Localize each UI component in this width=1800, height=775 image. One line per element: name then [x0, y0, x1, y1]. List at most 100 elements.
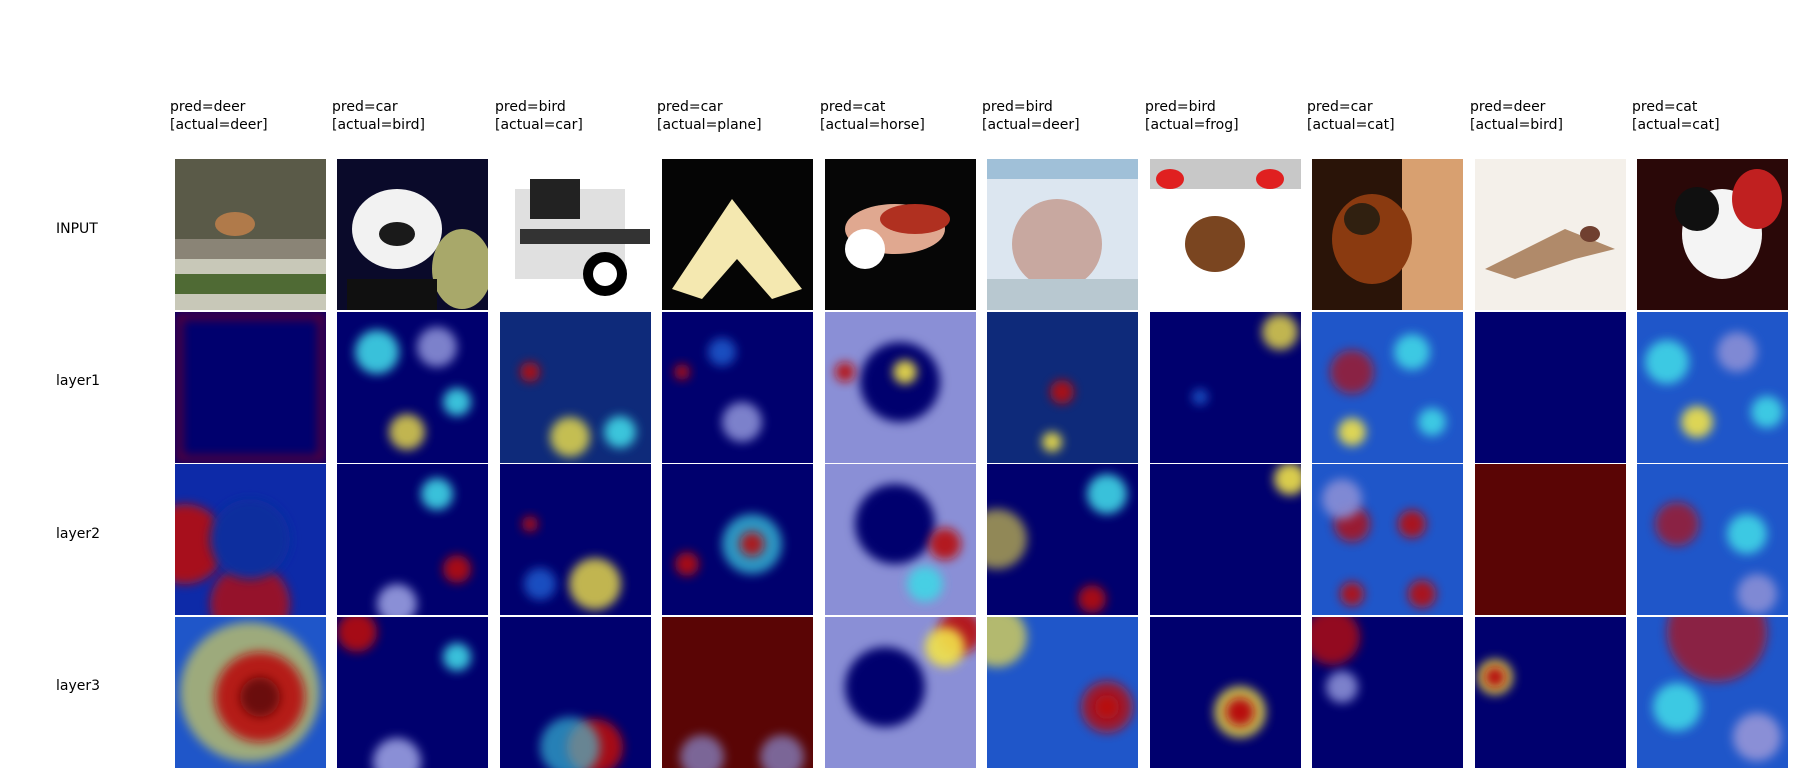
pred-label: pred=bird — [495, 99, 566, 115]
row-label-input: INPUT — [56, 221, 98, 237]
column-header: pred=cat [actual=cat] — [1632, 98, 1782, 134]
activation-heatmap — [1312, 617, 1463, 768]
pred-label: pred=cat — [1632, 99, 1698, 115]
pred-label: pred=car — [1307, 99, 1373, 115]
actual-label: [actual=deer] — [170, 117, 268, 133]
activation-heatmap — [500, 464, 651, 615]
activation-heatmap — [500, 312, 651, 463]
input-image-graphic — [1637, 159, 1788, 310]
heatmap-graphic — [662, 464, 813, 615]
column-header: pred=deer [actual=bird] — [1470, 98, 1620, 134]
activation-heatmap — [1637, 464, 1788, 615]
pred-label: pred=car — [332, 99, 398, 115]
activation-heatmap — [175, 617, 326, 768]
input-image — [1475, 159, 1626, 310]
column-header: pred=car [actual=cat] — [1307, 98, 1457, 134]
heatmap-graphic — [662, 312, 813, 463]
column-header: pred=bird [actual=deer] — [982, 98, 1132, 134]
activation-heatmap — [987, 464, 1138, 615]
pred-label: pred=car — [657, 99, 723, 115]
actual-label: [actual=bird] — [332, 117, 425, 133]
input-image-graphic — [337, 159, 488, 310]
activation-heatmap — [1475, 617, 1626, 768]
activation-heatmap — [1150, 464, 1301, 615]
input-image — [500, 159, 651, 310]
actual-label: [actual=cat] — [1632, 117, 1720, 133]
heatmap-graphic — [825, 312, 976, 463]
heatmap-graphic — [500, 617, 651, 768]
pred-label: pred=bird — [982, 99, 1053, 115]
activation-heatmap — [337, 312, 488, 463]
heatmap-graphic — [1150, 617, 1301, 768]
activation-heatmap — [1637, 617, 1788, 768]
activation-heatmap — [1475, 464, 1626, 615]
column-header: pred=deer [actual=deer] — [170, 98, 320, 134]
pred-label: pred=deer — [170, 99, 246, 115]
column-header: pred=car [actual=bird] — [332, 98, 482, 134]
activation-heatmap — [1475, 312, 1626, 463]
heatmap-graphic — [1637, 617, 1788, 768]
activation-heatmap — [662, 312, 813, 463]
input-image-graphic — [1475, 159, 1626, 310]
activation-heatmap — [1637, 312, 1788, 463]
input-image — [825, 159, 976, 310]
input-image-graphic — [1312, 159, 1463, 310]
heatmap-graphic — [500, 464, 651, 615]
column-header: pred=cat [actual=horse] — [820, 98, 970, 134]
heatmap-graphic — [825, 617, 976, 768]
heatmap-graphic — [1475, 617, 1626, 768]
actual-label: [actual=plane] — [657, 117, 762, 133]
actual-label: [actual=cat] — [1307, 117, 1395, 133]
heatmap-graphic — [337, 464, 488, 615]
input-image — [662, 159, 813, 310]
heatmap-graphic — [337, 617, 488, 768]
heatmap-graphic — [175, 464, 326, 615]
input-image — [987, 159, 1138, 310]
activation-heatmap — [1312, 312, 1463, 463]
actual-label: [actual=deer] — [982, 117, 1080, 133]
activation-heatmap — [825, 464, 976, 615]
heatmap-graphic — [175, 312, 326, 463]
activation-heatmap — [662, 617, 813, 768]
heatmap-graphic — [1150, 312, 1301, 463]
heatmap-graphic — [1637, 312, 1788, 463]
input-image — [1637, 159, 1788, 310]
input-image-graphic — [500, 159, 651, 310]
heatmap-graphic — [987, 312, 1138, 463]
row-label-layer2: layer2 — [56, 526, 101, 542]
heatmap-graphic — [662, 617, 813, 768]
input-image-graphic — [825, 159, 976, 310]
activation-heatmap — [1150, 312, 1301, 463]
activation-heatmap — [175, 464, 326, 615]
heatmap-graphic — [987, 617, 1138, 768]
activation-heatmap — [662, 464, 813, 615]
heatmap-graphic — [1312, 312, 1463, 463]
actual-label: [actual=horse] — [820, 117, 925, 133]
input-image — [1312, 159, 1463, 310]
input-image — [337, 159, 488, 310]
heatmap-graphic — [1312, 617, 1463, 768]
heatmap-graphic — [1637, 464, 1788, 615]
input-image-graphic — [175, 159, 326, 310]
input-image-graphic — [1150, 159, 1301, 310]
activation-heatmap — [175, 312, 326, 463]
heatmap-graphic — [175, 617, 326, 768]
activation-heatmap — [987, 312, 1138, 463]
heatmap-graphic — [1312, 464, 1463, 615]
column-header: pred=car [actual=plane] — [657, 98, 807, 134]
heatmap-graphic — [500, 312, 651, 463]
activation-heatmap — [825, 312, 976, 463]
pred-label: pred=bird — [1145, 99, 1216, 115]
heatmap-graphic — [825, 464, 976, 615]
heatmap-graphic — [1150, 464, 1301, 615]
activation-heatmap — [825, 617, 976, 768]
input-image — [1150, 159, 1301, 310]
row-label-layer1: layer1 — [56, 373, 101, 389]
activation-heatmap — [987, 617, 1138, 768]
activation-heatmap — [337, 464, 488, 615]
pred-label: pred=deer — [1470, 99, 1546, 115]
heatmap-graphic — [1475, 312, 1626, 463]
actual-label: [actual=frog] — [1145, 117, 1239, 133]
heatmap-graphic — [337, 312, 488, 463]
